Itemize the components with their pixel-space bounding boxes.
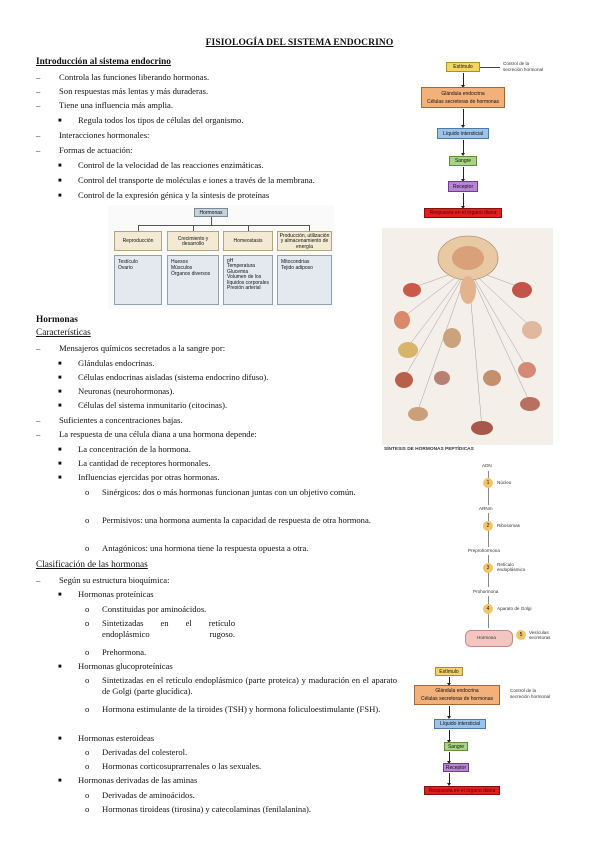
- synthesis-step: ADN: [482, 463, 492, 468]
- synthesis-step: Núcleo: [497, 480, 512, 485]
- list-item: ■Glándulas endocrinas.: [58, 358, 155, 368]
- synthesis-title: SÍNTESIS DE HORMONAS PEPTÍDICAS: [384, 447, 474, 452]
- tree-branch-list: Testículo Ovario: [114, 255, 162, 305]
- tree-item: Mitocondrias: [281, 259, 310, 265]
- synthesis-step: Vesículas secretoras: [529, 630, 551, 640]
- flow-receptor: Receptor: [443, 763, 469, 772]
- flow-receptor: Receptor: [448, 181, 478, 192]
- list-item: ■Hormonas glucoproteínicas: [58, 661, 173, 671]
- list-item: –Controla las funciones liberando hormon…: [36, 72, 210, 82]
- list-item: ■Control de la expresión génica y la sín…: [58, 190, 270, 200]
- endocrine-organs-illustration: [382, 228, 553, 445]
- list-item: –Según su estructura bioquímica:: [36, 575, 170, 585]
- section-heading-classification: Clasificación de las hormonas: [36, 560, 148, 570]
- list-item: ■Control de la velocidad de las reaccion…: [58, 160, 264, 170]
- flow-blood: Sangre: [449, 156, 477, 166]
- list-item: ■Control del transporte de moléculas e i…: [58, 175, 315, 185]
- list-item: –Interacciones hormonales:: [36, 130, 150, 140]
- tree-branch-list: Huesos Músculos Órganos diversos: [167, 255, 219, 305]
- synthesis-step: Ribosomas: [497, 523, 520, 528]
- step-number: 3: [483, 563, 493, 573]
- page-title: FISIOLOGÍA DEL SISTEMA ENDOCRINO: [205, 38, 394, 48]
- flow-interstitial: Líquido intersticial: [437, 128, 489, 139]
- list-item: ■Células endocrinas aisladas (sistema en…: [58, 372, 269, 382]
- tree-root: Hormonas: [194, 208, 228, 217]
- hormone-function-tree: Hormonas Reproducción Crecimiento y desa…: [108, 205, 334, 309]
- flow-response: Respuesta en el órgano diana: [424, 786, 500, 795]
- step-number: 2: [483, 521, 493, 531]
- list-item: –Tiene una influencia más amplia.: [36, 100, 173, 110]
- list-item: –Formas de actuación:: [36, 145, 133, 155]
- tree-branch-title: Producción, utilización y almacenamiento…: [277, 231, 332, 251]
- flow-response: Respuesta en el órgano diana: [424, 208, 502, 218]
- tree-item: Ovario: [118, 265, 133, 271]
- flow-stimulus: Estímulo: [435, 667, 463, 676]
- endocrine-organs-svg: [394, 235, 542, 435]
- list-item: –Suficientes a concentraciones bajas.: [36, 415, 183, 425]
- list-item: ■Regula todos los tipos de células del o…: [58, 115, 244, 125]
- synthesis-step: ARNm: [479, 506, 493, 511]
- list-item: ■Influencias ejercidas por otras hormona…: [58, 472, 220, 482]
- tree-item: Temperatura: [227, 263, 256, 270]
- tree-branch-title: Reproducción: [114, 231, 162, 251]
- tree-item: Volumen de los líquidos corporales: [227, 274, 269, 286]
- step-number: 4: [483, 604, 493, 614]
- tree-item: Testículo: [118, 259, 138, 265]
- step-number: 1: [483, 478, 493, 488]
- section-heading-hormones: Hormonas: [36, 315, 78, 325]
- tree-item: pH: [227, 258, 234, 264]
- synthesis-step: Aparato de Golgi: [497, 606, 532, 611]
- synthesis-step: Retículo endoplásmico: [497, 562, 526, 572]
- tree-item: Presión arterial: [227, 285, 261, 292]
- list-item: ■Hormonas esteroideas: [58, 733, 155, 743]
- tree-branch-list: Mitocondrias Tejido adiposo: [277, 255, 332, 305]
- tree-item: Tejido adiposo: [281, 265, 313, 271]
- list-item: ■Hormonas proteínicas: [58, 589, 154, 599]
- tree-branch-title: Homeostasis: [223, 231, 273, 251]
- tree-item: Glucemia: [227, 268, 249, 275]
- list-item: ■La concentración de la hormona.: [58, 444, 191, 454]
- tree-branch-title: Crecimiento y desarrollo: [167, 231, 219, 251]
- list-item: –La respuesta de una célula diana a una …: [36, 429, 257, 439]
- subsection-heading: Características: [36, 328, 91, 338]
- flow-interstitial: Líquido intersticial: [434, 719, 486, 729]
- list-item: –Mensajeros químicos secretados a la san…: [36, 343, 226, 353]
- section-heading-intro: Introducción al sistema endocrino: [36, 57, 171, 67]
- step-number: 5: [516, 630, 526, 640]
- list-item: –Son respuestas más lentas y más durader…: [36, 86, 209, 96]
- list-item: ■Hormonas derivadas de las aminas: [58, 775, 198, 785]
- tree-item: Huesos: [171, 259, 188, 265]
- synthesis-step: Hormona: [477, 635, 496, 640]
- tree-item: Músculos: [171, 265, 193, 271]
- peptide-synthesis-figure: SÍNTESIS DE HORMONAS PEPTÍDICAS ADN 1 Nú…: [382, 447, 553, 652]
- list-item: ■Células del sistema inmunitario (citoci…: [58, 400, 228, 410]
- synthesis-step: Preprohormona: [468, 548, 500, 553]
- flow-stimulus: Estímulo: [446, 62, 480, 72]
- list-item: ■Neuronas (neurohormonas).: [58, 386, 175, 396]
- tree-branch-list: pH Temperatura Glucemia Volumen de los l…: [223, 255, 273, 305]
- flow-blood: Sangre: [444, 742, 468, 751]
- tree-item: Órganos diversos: [171, 271, 211, 277]
- list-item: ■La cantidad de receptores hormonales.: [58, 458, 211, 468]
- synthesis-step: Prohormona: [473, 589, 499, 594]
